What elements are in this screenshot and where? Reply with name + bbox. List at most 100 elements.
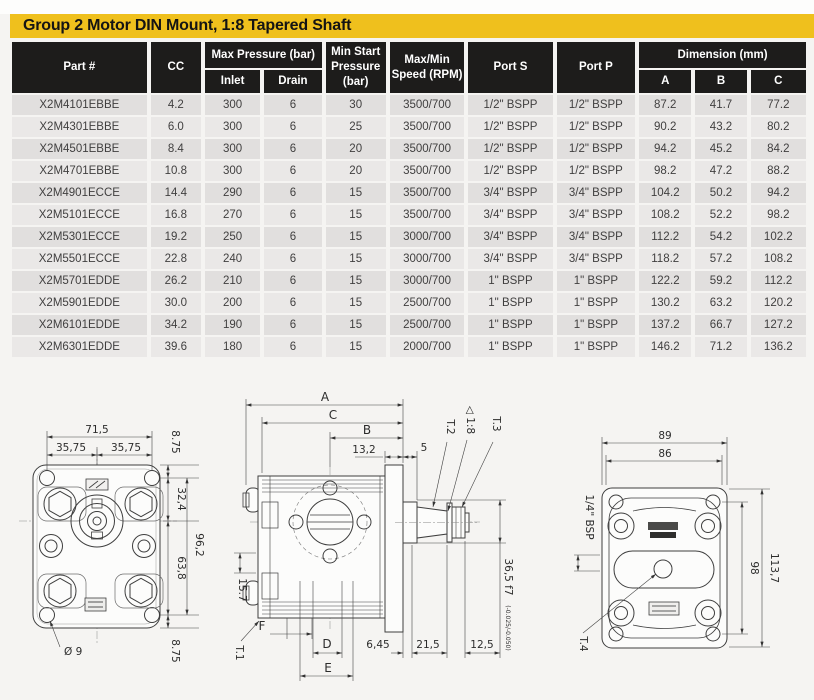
cell-part: X2M5301ECCE (12, 227, 147, 247)
cell-min-start-pressure: 15 (325, 205, 386, 225)
cell-min-start-pressure: 15 (325, 271, 386, 291)
dim-label-thread-len: 12,5 (470, 639, 493, 651)
cell-dim-b: 71.2 (695, 337, 747, 357)
cell-cc: 26.2 (150, 271, 201, 291)
cell-dim-c: 77.2 (750, 95, 806, 115)
dim-label-width-total: 71,5 (85, 424, 108, 436)
dim-label-a: A (321, 390, 330, 404)
col-header-drain: Drain (264, 70, 322, 93)
col-header-max-pressure: Max Pressure (bar) (204, 42, 322, 68)
dim-label-width-half-left: 35,75 (56, 442, 86, 454)
cell-dim-a: 130.2 (639, 293, 692, 313)
cell-speed: 3500/700 (389, 161, 465, 181)
dim-label-c: C (329, 408, 337, 422)
dim-label-height-total: 96,2 (193, 533, 205, 556)
cell-cc: 4.2 (150, 95, 201, 115)
cell-drain: 6 (264, 95, 322, 115)
cell-inlet: 190 (204, 315, 261, 335)
cell-drain: 6 (264, 249, 322, 269)
col-header-min-start: Min Start Pressure (bar) (325, 42, 386, 93)
dim-label-drain-port: 1/4" BSP (583, 494, 595, 539)
cell-dim-a: 137.2 (639, 315, 692, 335)
cell-cc: 10.8 (150, 161, 201, 181)
dim-label-edge-bottom: 8.75 (169, 639, 181, 662)
cell-cc: 39.6 (150, 337, 201, 357)
cell-inlet: 300 (204, 95, 261, 115)
callout-taper: ◁ 1:8 (464, 405, 476, 434)
cell-inlet: 210 (204, 271, 261, 291)
cell-min-start-pressure: 15 (325, 337, 386, 357)
cell-inlet: 290 (204, 183, 261, 203)
cell-dim-a: 94.2 (639, 139, 692, 159)
cell-port-p: 3/4" BSPP (556, 183, 636, 203)
col-header-port-p: Port P (556, 42, 636, 93)
cell-cc: 19.2 (150, 227, 201, 247)
callout-t1: T.1 (233, 644, 245, 660)
col-header-dimension: Dimension (mm) (639, 42, 806, 68)
cell-dim-a: 146.2 (639, 337, 692, 357)
dim-label-height-outer: 113,7 (768, 553, 780, 583)
dim-label-rear-plate: 13,2 (352, 444, 375, 456)
nameplate-front-bottom (84, 597, 107, 612)
dim-label-width-half-right: 35,75 (111, 442, 141, 454)
cell-min-start-pressure: 20 (325, 161, 386, 181)
cell-part: X2M5101ECCE (12, 205, 147, 225)
cell-drain: 6 (264, 139, 322, 159)
cell-port-s: 1/2" BSPP (468, 161, 553, 181)
cell-dim-a: 122.2 (639, 271, 692, 291)
cell-dim-c: 112.2 (750, 271, 806, 291)
cell-dim-b: 66.7 (695, 315, 747, 335)
cell-part: X2M6301EDDE (12, 337, 147, 357)
dim-label-seal: 6,45 (366, 639, 389, 651)
nameplate-rear-bottom (648, 601, 680, 616)
cell-part: X2M6101EDDE (12, 315, 147, 335)
cell-speed: 3500/700 (389, 95, 465, 115)
cell-cc: 22.8 (150, 249, 201, 269)
cell-dim-b: 47.2 (695, 161, 747, 181)
cell-drain: 6 (264, 183, 322, 203)
col-header-cc: CC (150, 42, 201, 93)
cell-dim-b: 41.7 (695, 95, 747, 115)
cell-port-p: 1" BSPP (556, 337, 636, 357)
cell-inlet: 300 (204, 117, 261, 137)
cell-part: X2M4101EBBE (12, 95, 147, 115)
cell-port-p: 1/2" BSPP (556, 161, 636, 181)
cell-speed: 2000/700 (389, 337, 465, 357)
cell-dim-a: 112.2 (639, 227, 692, 247)
col-header-speed: Max/Min Speed (RPM) (389, 42, 465, 93)
cell-part: X2M5901EDDE (12, 293, 147, 313)
cell-min-start-pressure: 15 (325, 183, 386, 203)
cell-port-s: 1" BSPP (468, 271, 553, 291)
cell-dim-b: 50.2 (695, 183, 747, 203)
spec-table: Part # CC Max Pressure (bar) Min Start P… (8, 40, 810, 359)
cell-speed: 2500/700 (389, 315, 465, 335)
cell-dim-a: 87.2 (639, 95, 692, 115)
cell-part: X2M4501EBBE (12, 139, 147, 159)
cell-dim-b: 43.2 (695, 117, 747, 137)
cell-cc: 34.2 (150, 315, 201, 335)
dim-label-height-inner: 98 (748, 561, 760, 574)
cell-drain: 6 (264, 315, 322, 335)
cell-inlet: 270 (204, 205, 261, 225)
callout-t4: T.4 (577, 635, 589, 652)
col-header-dim-c: C (750, 70, 806, 93)
dim-label-width-inner: 86 (658, 448, 672, 460)
dim-label-pilot-tol: (-0.025/-0.050) (504, 605, 511, 650)
cell-inlet: 180 (204, 337, 261, 357)
cell-min-start-pressure: 15 (325, 315, 386, 335)
cell-dim-a: 104.2 (639, 183, 692, 203)
cell-speed: 3000/700 (389, 271, 465, 291)
dim-label-shaft-len: 21,5 (416, 639, 439, 651)
front-view-drawing: 71,5 35,75 35,75 8.75 32,4 96,2 63,8 8.7… (19, 424, 205, 663)
dim-label-f: F (259, 619, 266, 633)
dim-label-e: E (324, 661, 332, 675)
spec-table-header: Part # CC Max Pressure (bar) Min Start P… (12, 42, 806, 93)
